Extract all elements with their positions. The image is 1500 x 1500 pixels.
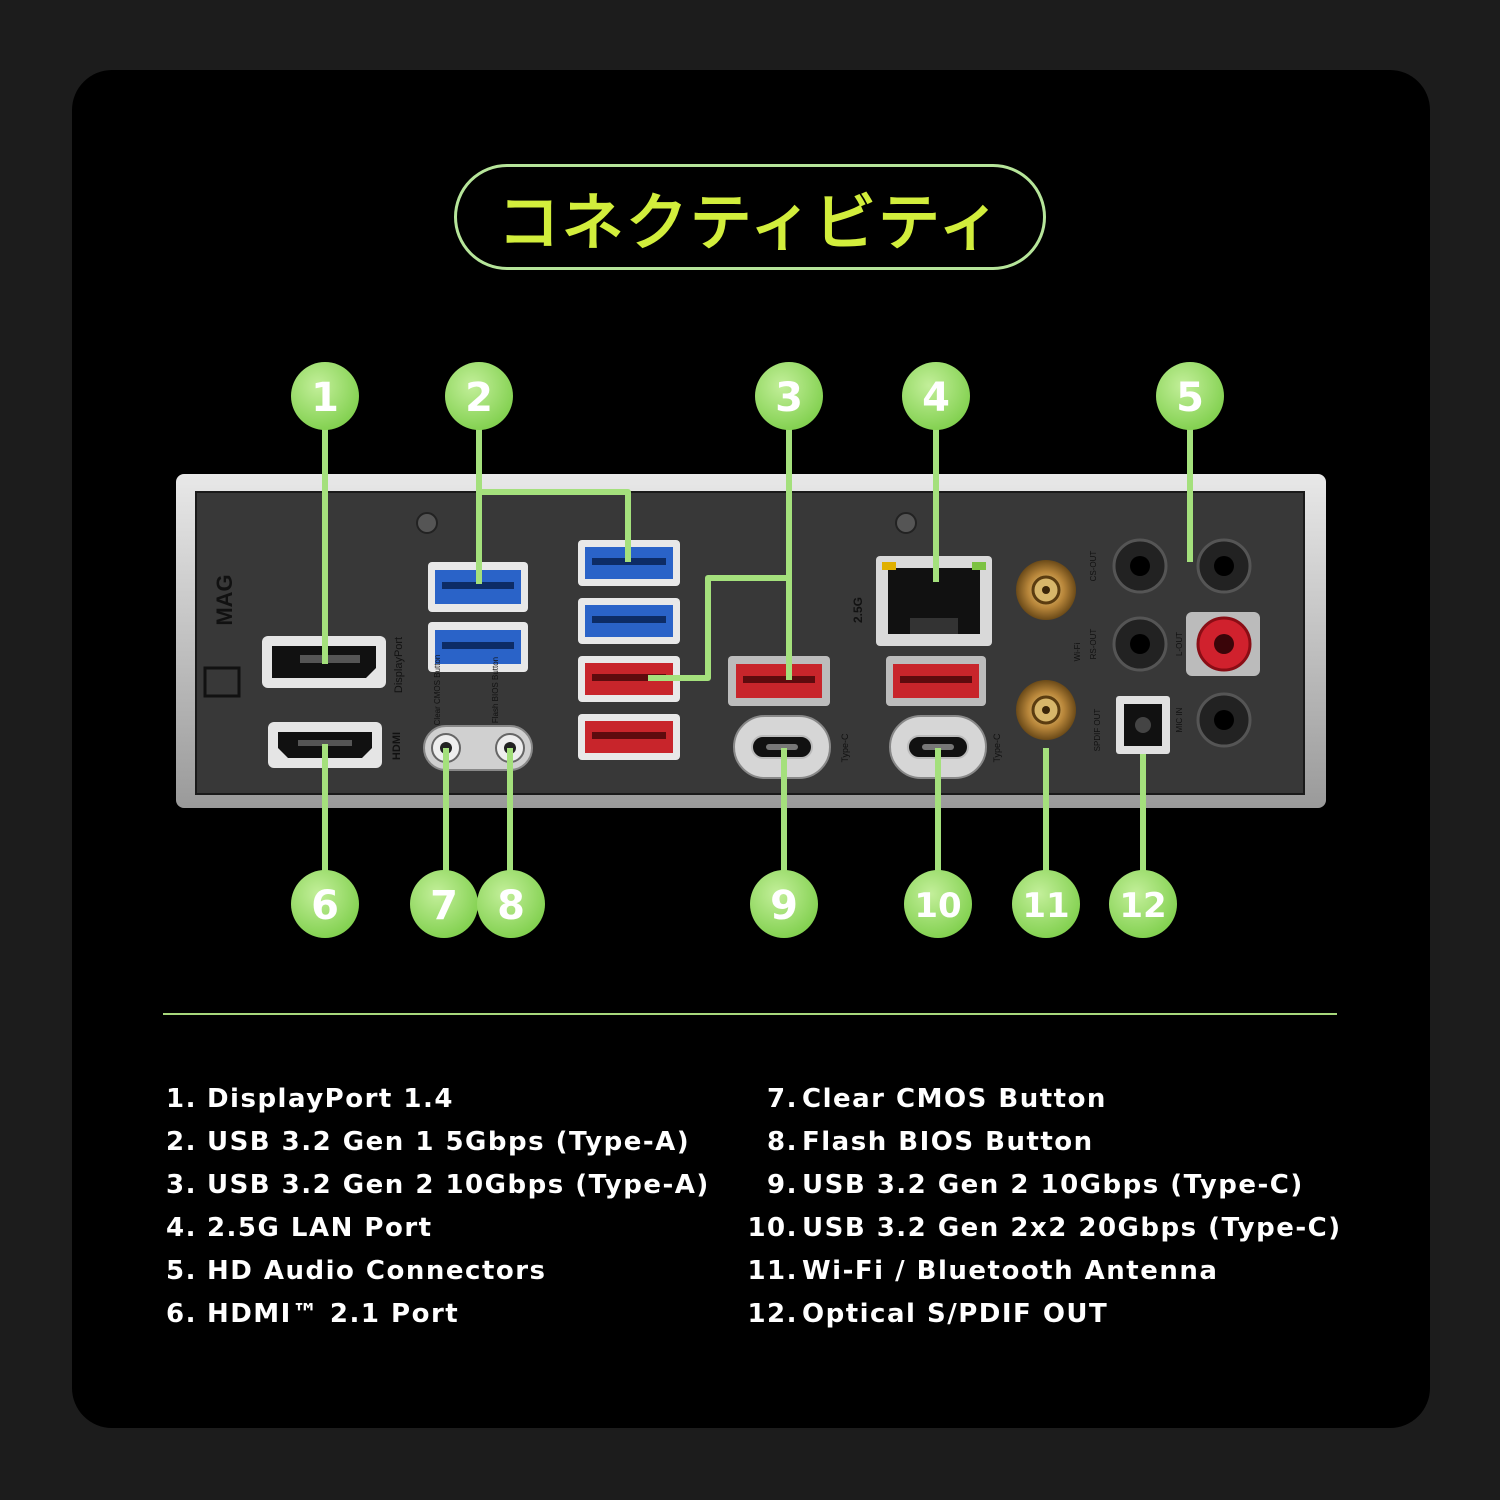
spec-number: 12. bbox=[747, 1299, 798, 1329]
screw-right bbox=[895, 512, 917, 534]
badge-6-number: 6 bbox=[311, 883, 339, 929]
spec-number: 8. bbox=[767, 1127, 798, 1157]
list-item: 4. 2.5G LAN Port bbox=[166, 1207, 710, 1250]
badge-9-number: 9 bbox=[770, 883, 798, 929]
badge-10-number: 10 bbox=[914, 886, 961, 926]
leader-lines bbox=[322, 426, 1193, 874]
list-item: 11.Wi-Fi / Bluetooth Antenna bbox=[738, 1250, 1342, 1293]
list-item: 6. HDMI™ 2.1 Port bbox=[166, 1293, 710, 1336]
mic-in-label: MIC IN bbox=[1175, 707, 1184, 732]
spec-number: 6. bbox=[166, 1299, 197, 1329]
rs-out-label: RS-OUT bbox=[1089, 629, 1098, 660]
title-pill: コネクティビティ bbox=[454, 164, 1046, 270]
bios-button-plate bbox=[423, 725, 533, 771]
badge-7-number: 7 bbox=[430, 883, 458, 929]
spec-number: 2. bbox=[166, 1127, 197, 1157]
spec-number: 11. bbox=[747, 1256, 798, 1286]
spec-number: 4. bbox=[166, 1213, 197, 1243]
badge-8-number: 8 bbox=[497, 883, 525, 929]
type-c-port-gen2 bbox=[733, 715, 831, 779]
spec-list-left: 1. DisplayPort 1.4 2. USB 3.2 Gen 1 5Gbps … bbox=[166, 1078, 710, 1336]
list-item: 7.Clear CMOS Button bbox=[738, 1078, 1342, 1121]
spec-list-right: 7.Clear CMOS Button 8.Flash BIOS Button … bbox=[738, 1078, 1342, 1336]
spec-number: 7. bbox=[767, 1084, 798, 1114]
spec-number: 1. bbox=[166, 1084, 197, 1114]
list-item: 1. DisplayPort 1.4 bbox=[166, 1078, 710, 1121]
type-c-label-a: Type-C bbox=[840, 733, 850, 763]
list-item: 5. HD Audio Connectors bbox=[166, 1250, 710, 1293]
line-out-label: L-OUT bbox=[1175, 632, 1184, 656]
badge-10: 10 bbox=[904, 870, 972, 938]
badge-2: 2 bbox=[445, 362, 513, 430]
spec-text: USB 3.2 Gen 2x2 20Gbps (Type-C) bbox=[802, 1213, 1342, 1243]
wifi-antenna-connectors bbox=[1016, 560, 1076, 740]
spec-text: DisplayPort 1.4 bbox=[206, 1084, 454, 1114]
list-item: 2. USB 3.2 Gen 1 5Gbps (Type-A) bbox=[166, 1121, 710, 1164]
brand-label: MAG bbox=[212, 574, 237, 625]
displayport-label: DisplayPort bbox=[393, 637, 405, 693]
type-c-label-b: Type-C bbox=[992, 733, 1002, 763]
mag-logo: MAG bbox=[203, 574, 241, 698]
badges: 1 2 3 4 5 6 7 8 9 10 11 12 bbox=[291, 362, 1224, 938]
badge-12-number: 12 bbox=[1119, 886, 1166, 926]
badge-11-number: 11 bbox=[1022, 886, 1069, 926]
usb-gen2x2-red-port bbox=[886, 656, 986, 706]
wifi-label: Wi-Fi bbox=[1073, 642, 1082, 661]
audio-jacks bbox=[1112, 538, 1260, 748]
type-c-port-gen2x2 bbox=[889, 715, 987, 779]
lan-port bbox=[876, 556, 992, 646]
list-item: 8.Flash BIOS Button bbox=[738, 1121, 1342, 1164]
spec-text: USB 3.2 Gen 2 10Gbps (Type-C) bbox=[802, 1170, 1304, 1200]
spec-number: 10. bbox=[747, 1213, 798, 1243]
list-item: 3. USB 3.2 Gen 2 10Gbps (Type-A) bbox=[166, 1164, 710, 1207]
badge-6: 6 bbox=[291, 870, 359, 938]
lan-speed-label: 2.5G bbox=[851, 597, 865, 623]
spec-text: HD Audio Connectors bbox=[206, 1256, 547, 1286]
spec-text: USB 3.2 Gen 2 10Gbps (Type-A) bbox=[206, 1170, 710, 1200]
badge-9: 9 bbox=[750, 870, 818, 938]
spec-text: Optical S/PDIF OUT bbox=[802, 1299, 1109, 1329]
badge-3: 3 bbox=[755, 362, 823, 430]
spec-text: Clear CMOS Button bbox=[802, 1084, 1107, 1114]
badge-12: 12 bbox=[1109, 870, 1177, 938]
spec-text: Flash BIOS Button bbox=[802, 1127, 1094, 1157]
usb-gen1-stack bbox=[428, 562, 528, 672]
badge-2-number: 2 bbox=[465, 375, 493, 421]
list-item: 12.Optical S/PDIF OUT bbox=[738, 1293, 1342, 1336]
spec-number: 9. bbox=[767, 1170, 798, 1200]
screw-left bbox=[416, 512, 438, 534]
spec-number: 3. bbox=[166, 1170, 197, 1200]
spdif-port bbox=[1116, 696, 1170, 754]
badge-4: 4 bbox=[902, 362, 970, 430]
badge-1-number: 1 bbox=[311, 375, 339, 421]
spec-text: HDMI™ 2.1 Port bbox=[206, 1299, 460, 1329]
hdmi-label: HDMI bbox=[391, 732, 403, 760]
badge-1: 1 bbox=[291, 362, 359, 430]
usb-gen2-red-port bbox=[728, 656, 830, 706]
leader-line-2b bbox=[479, 489, 631, 562]
badge-5-number: 5 bbox=[1176, 375, 1204, 421]
spec-text: USB 3.2 Gen 1 5Gbps (Type-A) bbox=[206, 1127, 691, 1157]
spdif-label: SPDIF OUT bbox=[1093, 709, 1102, 752]
clear-cmos-label: Clear CMOS Button bbox=[433, 655, 442, 726]
cs-out-label: CS-OUT bbox=[1089, 551, 1098, 582]
badge-7: 7 bbox=[410, 870, 478, 938]
badge-5: 5 bbox=[1156, 362, 1224, 430]
section-divider bbox=[163, 1013, 1337, 1015]
badge-4-number: 4 bbox=[922, 375, 950, 421]
list-item: 10.USB 3.2 Gen 2x2 20Gbps (Type-C) bbox=[738, 1207, 1342, 1250]
badge-11: 11 bbox=[1012, 870, 1080, 938]
flash-bios-label: Flash BIOS Button bbox=[491, 657, 500, 723]
spec-text: 2.5G LAN Port bbox=[206, 1213, 433, 1243]
badge-3-number: 3 bbox=[775, 375, 803, 421]
badge-8: 8 bbox=[477, 870, 545, 938]
spec-number: 5. bbox=[166, 1256, 197, 1286]
spec-text: Wi-Fi / Bluetooth Antenna bbox=[802, 1256, 1219, 1286]
leader-line-3b bbox=[648, 575, 789, 681]
page-title: コネクティビティ bbox=[497, 186, 1003, 259]
list-item: 9.USB 3.2 Gen 2 10Gbps (Type-C) bbox=[738, 1164, 1342, 1207]
